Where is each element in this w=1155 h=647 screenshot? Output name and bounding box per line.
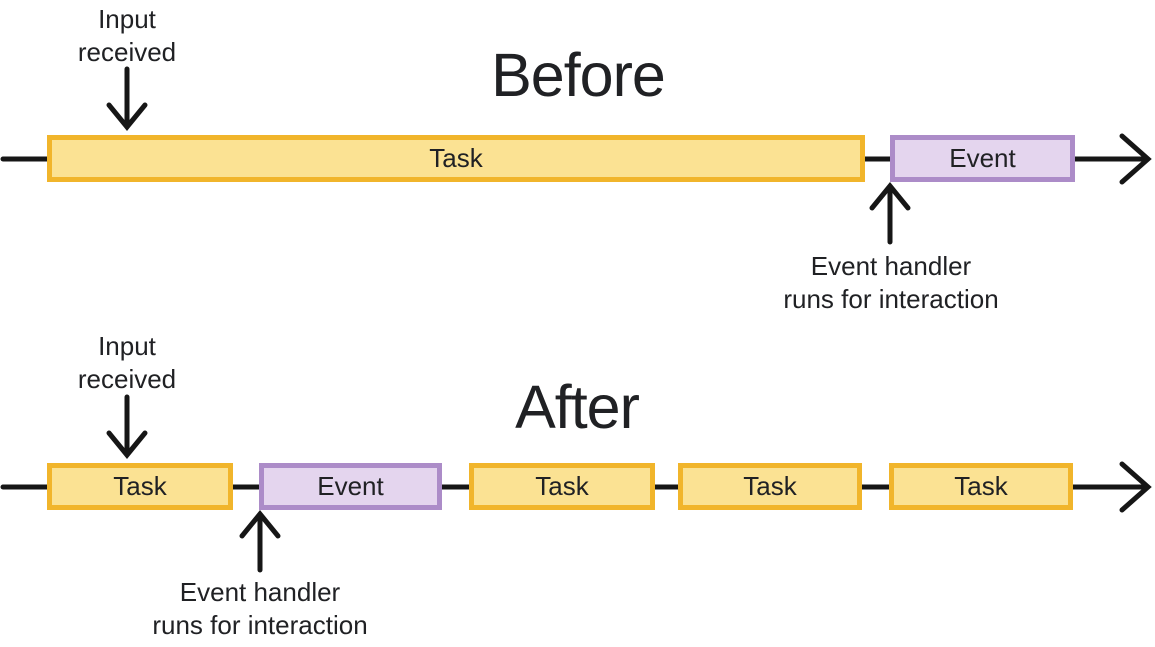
after-task-box-2: Task: [469, 463, 655, 510]
after-task-box-1: Task: [47, 463, 233, 510]
before-input-label-line2: received: [77, 37, 177, 67]
before-input-arrowhead-icon: [106, 102, 148, 131]
before-input-label: Input received: [47, 3, 207, 69]
after-task-label-2: Task: [535, 471, 589, 501]
after-task-box-4: Task: [889, 463, 1073, 510]
before-event-label: Event: [949, 143, 1016, 173]
before-event-box: Event: [890, 135, 1075, 182]
after-input-arrowhead-icon: [106, 430, 148, 459]
after-input-label-line2: received: [77, 364, 177, 394]
after-handler-arrowhead-icon: [239, 510, 281, 539]
after-task-label-3: Task: [743, 471, 797, 501]
after-input-label-line1: Input: [98, 331, 156, 361]
before-task-box: Task: [47, 135, 865, 182]
before-title: Before: [491, 41, 666, 109]
after-event-box: Event: [259, 463, 442, 510]
before-handler-label-line1: Event handler: [810, 251, 972, 281]
after-timeline-arrowhead-icon: [1119, 461, 1152, 513]
before-handler-label: Event handler runs for interaction: [775, 250, 1007, 316]
before-handler-arrowhead-icon: [869, 182, 911, 211]
before-timeline: [0, 66, 1152, 245]
after-task-label-1: Task: [113, 471, 167, 501]
after-task-box-3: Task: [678, 463, 862, 510]
after-input-label: Input received: [47, 330, 207, 396]
before-task-label: Task: [429, 143, 483, 173]
after-title: After: [515, 373, 640, 441]
after-event-label: Event: [317, 471, 384, 501]
after-timeline: [0, 394, 1152, 573]
after-handler-label-line2: runs for interaction: [152, 610, 368, 640]
after-handler-label-line1: Event handler: [179, 577, 341, 607]
before-handler-label-line2: runs for interaction: [783, 284, 999, 314]
after-task-label-4: Task: [954, 471, 1008, 501]
before-input-label-line1: Input: [98, 4, 156, 34]
after-handler-label: Event handler runs for interaction: [144, 576, 376, 642]
before-timeline-arrowhead-icon: [1119, 133, 1152, 185]
